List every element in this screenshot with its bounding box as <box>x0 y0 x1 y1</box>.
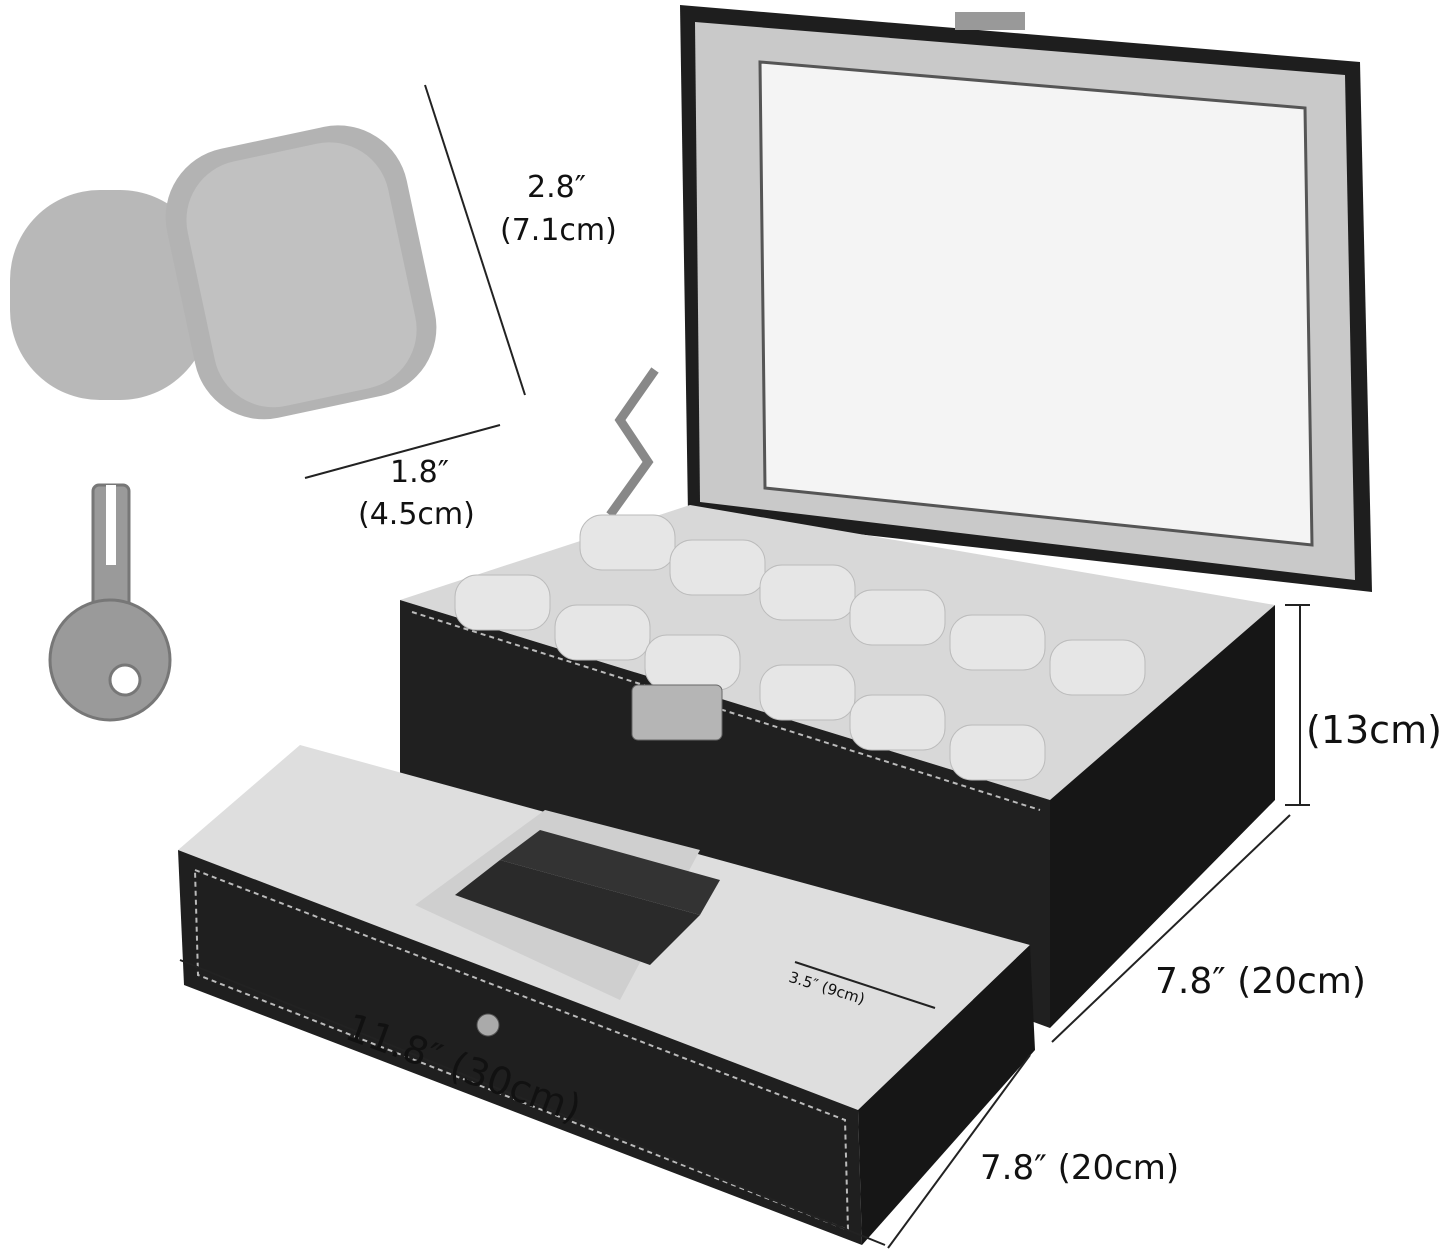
lid-hinge-arm <box>606 367 659 518</box>
pillow-width-cm: (4.5cm) <box>358 497 475 532</box>
spare-watch-pillows <box>10 125 437 420</box>
drawer-knob <box>476 1013 500 1037</box>
box-depth-label: 7.8″ (20cm) <box>1155 961 1366 1002</box>
front-lock <box>631 684 723 741</box>
lid-clasp <box>955 12 1025 30</box>
box-height-label: (13cm) <box>1306 708 1442 752</box>
lid <box>606 5 1372 592</box>
drawer <box>178 745 1035 1245</box>
key-icon <box>48 483 172 722</box>
pillow-height-cm: (7.1cm) <box>500 213 617 248</box>
drawer-depth-label: 7.8″ (20cm) <box>980 1148 1180 1188</box>
pillow-width-inches: 1.8″ <box>390 455 449 490</box>
pillow-height-inches: 2.8″ <box>527 170 586 205</box>
watch-pillows-row <box>454 514 1146 781</box>
dimension-lines <box>179 84 1310 1249</box>
